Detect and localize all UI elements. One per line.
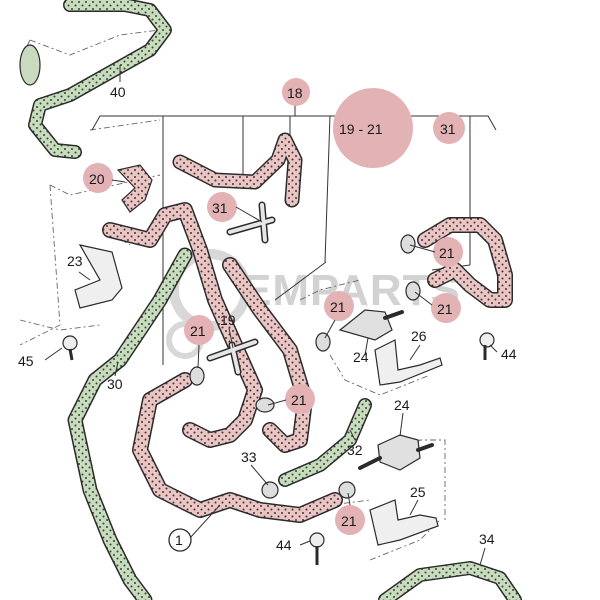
callout-21-a: 21 <box>439 245 455 261</box>
callout-33: 33 <box>241 449 257 465</box>
red-hoses <box>102 132 513 523</box>
callout-21-b: 21 <box>330 299 346 315</box>
callout-24-a: 24 <box>353 349 369 365</box>
callout-24-b: 24 <box>394 397 410 413</box>
callout-31-mid: 31 <box>212 200 228 216</box>
callout-1-ring <box>168 528 192 552</box>
callout-26: 26 <box>411 328 427 344</box>
callout-18: 18 <box>287 85 303 101</box>
t-pieces <box>206 201 276 376</box>
callout-34: 34 <box>479 531 495 547</box>
callout-44-b: 44 <box>276 537 292 553</box>
green-hoses <box>19 0 522 600</box>
callout-19-21: 19 - 21 <box>339 121 383 137</box>
callout-19: 19 <box>220 312 236 328</box>
callout-1: 1 <box>175 532 183 548</box>
callout-32: 32 <box>347 442 363 458</box>
callout-44-a: 44 <box>501 346 517 362</box>
highlights <box>83 78 465 535</box>
group-bracket <box>91 104 497 365</box>
callout-labels: 1 18 19 - 21 31 20 31 21 21 21 21 21 21 … <box>18 84 517 553</box>
clip-20 <box>116 164 153 213</box>
callout-23: 23 <box>67 253 83 269</box>
callout-21-d: 21 <box>190 323 206 339</box>
callout-21-c: 21 <box>437 301 453 317</box>
bracket-23 <box>74 244 123 309</box>
callout-30: 30 <box>107 376 123 392</box>
valves-and-brackets <box>338 309 443 546</box>
callout-40: 40 <box>110 84 126 100</box>
clamps <box>189 234 421 499</box>
callout-21-e: 21 <box>291 392 307 408</box>
callout-25: 25 <box>410 484 426 500</box>
leaders <box>44 65 498 566</box>
callout-31-top: 31 <box>440 121 456 137</box>
bolts <box>62 332 495 565</box>
callout-45: 45 <box>18 353 34 369</box>
callout-21-f: 21 <box>341 513 357 529</box>
callout-20: 20 <box>89 171 105 187</box>
